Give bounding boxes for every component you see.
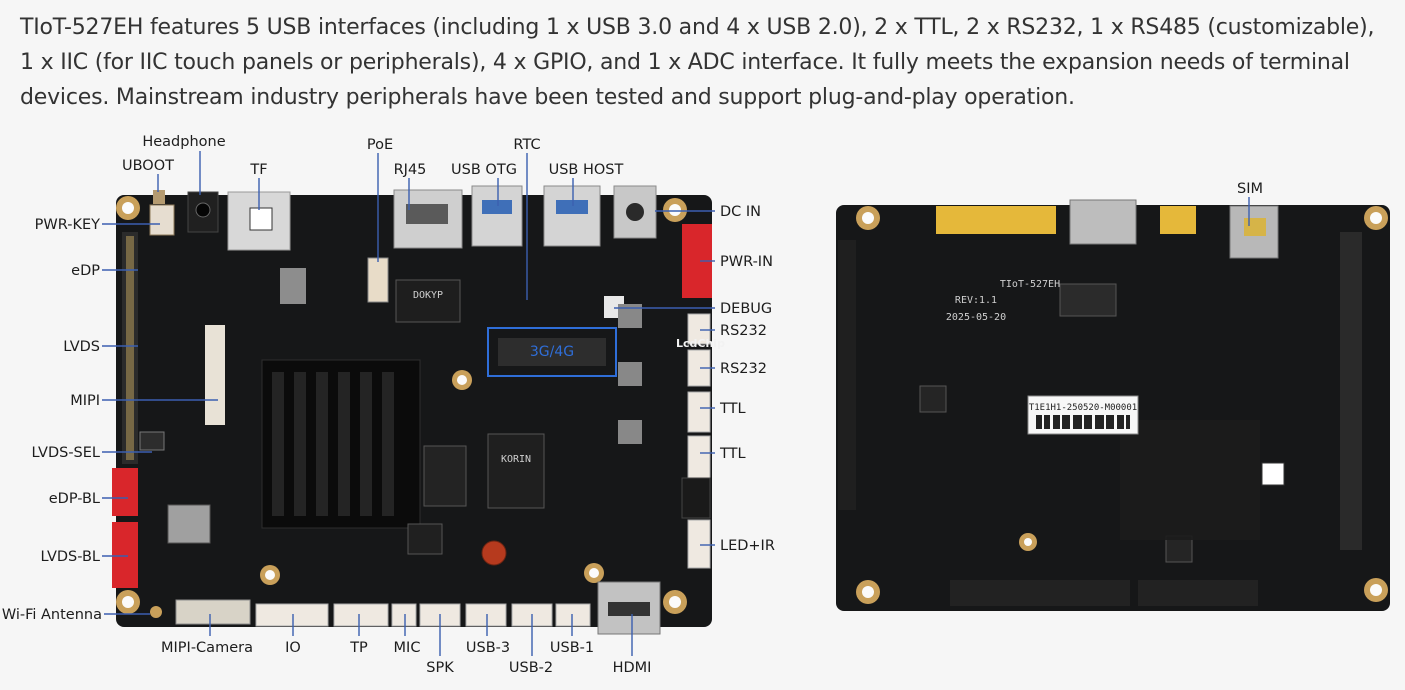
label-debug: DEBUG: [720, 301, 772, 317]
back-rj45: [1069, 199, 1137, 245]
label-lvds-bl: LVDS-BL: [40, 549, 100, 565]
back-chip-1: [919, 385, 947, 413]
usb-host-port: [543, 185, 601, 247]
barcode: [1036, 415, 1130, 429]
ttl-connector-1: [687, 391, 711, 433]
label-rtc: RTC: [513, 137, 540, 153]
label-lvds: LVDS: [63, 339, 100, 355]
emmc-chip: [423, 445, 467, 507]
label-mipi: MIPI: [70, 393, 100, 409]
mipi-camera-connector: [175, 599, 251, 625]
back-right-header: [1340, 232, 1362, 550]
io-connector: [255, 603, 329, 627]
hdmi-logic: [681, 477, 711, 519]
soc-chip: [487, 433, 545, 509]
tp-connector: [333, 603, 389, 627]
label-headphone: Headphone: [142, 134, 225, 150]
ttl-connector-2: [687, 435, 711, 479]
label-pwr-key: PWR-KEY: [35, 217, 100, 233]
lvds-sel-jumper: [139, 431, 165, 451]
back-board: TIoT-527EH REV:1.1 2025-05-20 T1E1H1-250…: [836, 199, 1390, 611]
label-tf: TF: [249, 162, 267, 178]
buzzer: [481, 540, 507, 566]
label-rs232-a: RS232: [720, 323, 767, 339]
intro-paragraph: TIoT-527EH features 5 USB interfaces (in…: [20, 15, 1375, 110]
heatsink: [261, 359, 421, 529]
lvds-bl-connector: [112, 522, 138, 588]
back-rev-text: REV:1.1: [955, 295, 997, 306]
soc-chip-marking: KORIN: [501, 454, 531, 465]
label-lvds-sel: LVDS-SEL: [32, 445, 100, 461]
label-rs232-b: RS232: [720, 361, 767, 377]
label-tp: TP: [349, 640, 368, 656]
label-usb-otg: USB OTG: [451, 162, 517, 178]
back-chip-2: [1165, 535, 1193, 563]
wifi-module: [167, 504, 211, 544]
label-mic: MIC: [394, 640, 421, 656]
mipi-connector: [205, 325, 225, 425]
label-edp-bl: eDP-BL: [49, 491, 100, 507]
label-io: IO: [285, 640, 301, 656]
label-dc-in: DC IN: [720, 204, 761, 220]
back-usb-pad: [1160, 206, 1196, 234]
label-usb2: USB-2: [509, 660, 553, 676]
qr-code-icon: [249, 207, 273, 231]
led-ir-connector: [687, 519, 711, 569]
label-pwr-in: PWR-IN: [720, 254, 773, 270]
wifi-antenna-pad: [150, 606, 162, 618]
pwr-key-button: [149, 204, 175, 236]
watermark: LcdChip: [676, 337, 725, 350]
inductor-3: [618, 420, 642, 444]
back-model-text: TIoT-527EH: [1000, 279, 1060, 290]
label-usb3: USB-3: [466, 640, 510, 656]
front-labels: Headphone UBOOT TF PoE RJ45 RTC USB OTG …: [2, 134, 775, 676]
label-hdmi: HDMI: [613, 660, 652, 676]
serial-text: T1E1H1-250520-M00001: [1029, 403, 1137, 413]
back-bga-area: [1120, 420, 1260, 540]
uboot-button: [153, 190, 165, 204]
poe-connector: [367, 257, 389, 303]
label-sim: SIM: [1237, 181, 1263, 197]
edp-bl-connector: [112, 468, 138, 516]
gold-fingers: [936, 206, 1056, 234]
rs232-connector-1: [687, 313, 711, 345]
label-usb-host: USB HOST: [549, 162, 624, 178]
back-date-text: 2025-05-20: [946, 312, 1006, 323]
label-uboot: UBOOT: [122, 158, 174, 174]
back-left-labels: [838, 240, 856, 510]
label-ttl-b: TTL: [719, 446, 746, 462]
usb1-connector: [555, 603, 591, 627]
label-poe: PoE: [367, 137, 393, 153]
3g-4g-module-slot: [487, 327, 617, 377]
front-leader-lines: [102, 151, 715, 656]
label-usb1: USB-1: [550, 640, 594, 656]
label-spk: SPK: [426, 660, 454, 676]
label-wifi-antenna: Wi-Fi Antenna: [2, 607, 102, 623]
dram-chip: [395, 279, 461, 323]
label-edp: eDP: [71, 263, 100, 279]
front-board: DOKYP KORIN 3G/4G LcdChip: [112, 185, 725, 635]
front-mount-holes: [116, 196, 687, 614]
usb-otg-port: [471, 185, 523, 247]
label-mipi-camera: MIPI-Camera: [161, 640, 253, 656]
label-led-ir: LED+IR: [720, 538, 775, 554]
back-qr-code-icon: [1261, 462, 1285, 486]
pmic-chip: [407, 523, 443, 555]
label-rj45: RJ45: [394, 162, 427, 178]
dram-chip-marking: DOKYP: [413, 290, 443, 301]
label-ttl-a: TTL: [719, 401, 746, 417]
inductor-2: [618, 362, 642, 386]
back-bottom-headers: [950, 580, 1130, 606]
mic-connector: [391, 603, 417, 627]
rj45-port: [393, 189, 463, 249]
back-chip-array: [1059, 283, 1117, 317]
usb3-connector: [465, 603, 507, 627]
audio-chip: [280, 268, 306, 304]
3g-4g-slot-label: 3G/4G: [530, 344, 574, 360]
